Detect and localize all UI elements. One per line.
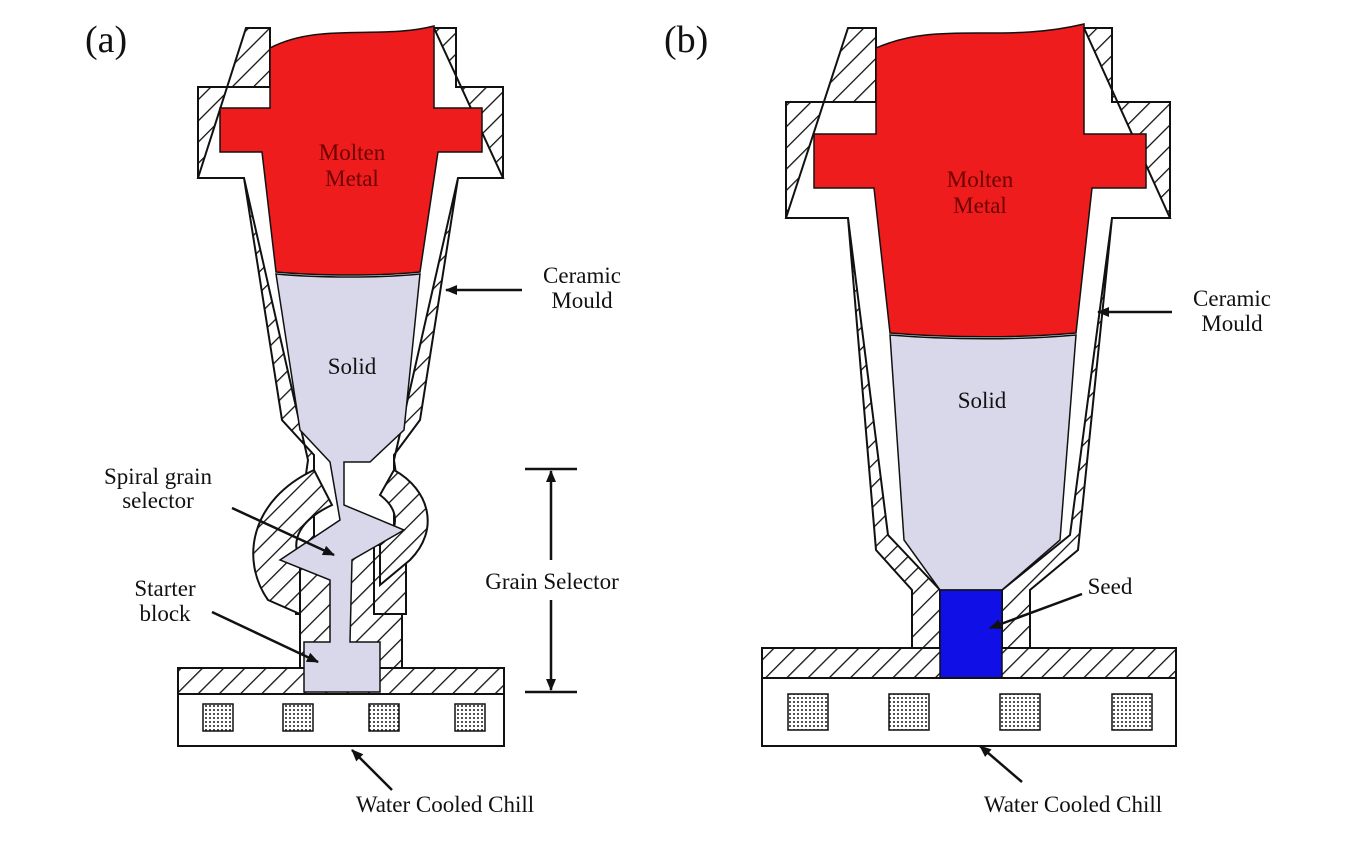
panel-b-coolant-channel: [999, 693, 1041, 731]
panel-a-solid: [275, 273, 421, 693]
panel-b-solid: [889, 334, 1077, 591]
panel-b-solid-label: Solid: [958, 388, 1007, 413]
panel-b-chill-arrow: [979, 745, 1023, 783]
panel-a-molten-label-1: Molten: [319, 140, 386, 165]
panel-b-molten-label-2: Metal: [953, 193, 1007, 218]
panel-a-coolant-channel: [454, 703, 486, 732]
panel-a-starter-label-1: Starter: [134, 576, 196, 601]
panel-b-chill: [761, 677, 1177, 747]
panel-a-mould-label-2: Mould: [551, 288, 613, 313]
panel-a-coolant-channel: [368, 703, 400, 732]
panel-a: (a) Molten Metal Solid Ceramic Mould Spi…: [85, 19, 621, 817]
panel-a-spiral-label-2: selector: [122, 488, 194, 513]
panel-a-molten-metal: [219, 25, 483, 276]
panel-b-mould-label-2: Mould: [1201, 311, 1263, 336]
panel-b-mould-label-1: Ceramic: [1193, 286, 1271, 311]
panel-b-chill-label: Water Cooled Chill: [984, 792, 1162, 817]
panel-b-molten-metal: [813, 23, 1147, 338]
panel-b: (b) Molten Metal Solid Ceramic Mould See…: [664, 19, 1271, 817]
panel-a-chill-arrow: [351, 749, 393, 791]
panel-b-molten-label-1: Molten: [947, 167, 1014, 192]
panel-a-molten-label-2: Metal: [325, 166, 379, 191]
panel-b-seed-label: Seed: [1088, 574, 1133, 599]
panel-a-grain-selector-label: Grain Selector: [485, 569, 619, 594]
panel-b-coolant-channel: [787, 693, 829, 731]
panel-a-spiral-wall-right: [378, 468, 429, 588]
panel-b-seed-arrow: [989, 592, 1083, 630]
panel-a-spiral-wall-left: [252, 468, 334, 616]
panel-a-starter-label-2: block: [139, 601, 191, 626]
panel-a-spiral-arrow: [231, 506, 335, 557]
panel-a-label: (a): [85, 19, 127, 61]
panel-b-mould-right-wall: [1001, 27, 1172, 649]
panel-a-starter-arrow: [211, 610, 319, 664]
panel-a-coolant-channel: [202, 703, 234, 732]
panel-a-chill-label: Water Cooled Chill: [356, 792, 534, 817]
panel-b-coolant-channel: [888, 693, 930, 731]
panel-a-coolant-channel: [282, 703, 314, 732]
panel-a-mould-label-1: Ceramic: [543, 263, 621, 288]
panel-b-label: (b): [664, 19, 708, 61]
panel-b-seed: [939, 589, 1003, 679]
panel-b-coolant-channel: [1111, 693, 1153, 731]
panel-a-solid-label: Solid: [328, 354, 377, 379]
panel-a-spiral-label-1: Spiral grain: [104, 464, 212, 489]
